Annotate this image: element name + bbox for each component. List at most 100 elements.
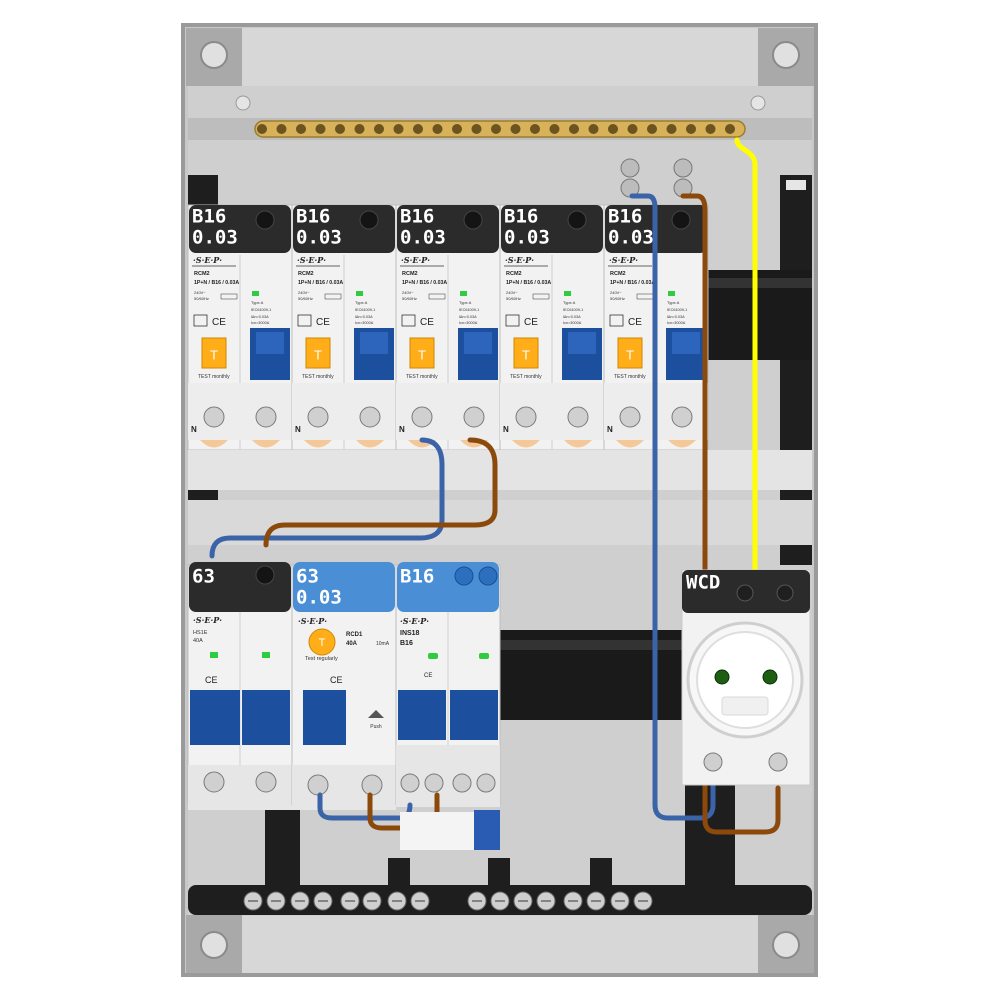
rcbo-frequency: 50/60Hz bbox=[610, 296, 625, 301]
test-button-t-icon: T bbox=[210, 347, 218, 362]
terminal-screw[interactable] bbox=[307, 774, 329, 796]
test-button-t-icon: T bbox=[626, 347, 634, 362]
rcbo-terminal-block bbox=[396, 383, 500, 440]
rcd-toggle[interactable] bbox=[303, 690, 346, 745]
rcbo-brand: ·S·E·P· bbox=[297, 255, 326, 265]
terminal-screw-neutral[interactable] bbox=[619, 406, 641, 428]
rcbo-label-screw bbox=[255, 210, 275, 230]
terminal-screw-live[interactable] bbox=[255, 406, 277, 428]
rcbo-spec: 1P+N / B16 / 0.03A bbox=[194, 280, 239, 286]
socket-terminal-screw-left bbox=[703, 752, 723, 772]
rcbo-spec: 1P+N / B16 / 0.03A bbox=[610, 280, 655, 286]
earth-busbar bbox=[188, 118, 812, 140]
rcd-label-bg bbox=[293, 562, 395, 612]
rcbo-type: Type A bbox=[563, 300, 576, 305]
terminal-screw[interactable] bbox=[203, 771, 225, 793]
terminal-screw-live[interactable] bbox=[359, 406, 381, 428]
rcbo-model: RCM2 bbox=[506, 271, 522, 277]
busbar-hole bbox=[257, 124, 267, 134]
main-switch-indicator bbox=[210, 652, 218, 658]
rcbo-neutral-label: N bbox=[503, 425, 509, 434]
ce-mark-icon: CE bbox=[424, 673, 432, 679]
busbar-hole bbox=[296, 124, 306, 134]
rcbo-icn: Icn=3000A bbox=[563, 321, 582, 325]
rcbo-rating: B16 bbox=[608, 206, 642, 228]
terminal-screw[interactable] bbox=[476, 773, 496, 793]
busbar-hole bbox=[569, 124, 579, 134]
main-switch-toggle[interactable] bbox=[242, 690, 290, 745]
rcbo-brand: ·S·E·P· bbox=[609, 255, 638, 265]
socket-earth-clip bbox=[721, 696, 769, 716]
rcbo-voltage: 240V~ bbox=[610, 290, 622, 295]
rcbo-toggle-handle bbox=[256, 332, 284, 354]
rcbo-indicator bbox=[668, 291, 675, 296]
rcbo-voltage: 240V~ bbox=[194, 290, 206, 295]
main-switch-indicator bbox=[262, 652, 270, 658]
terminal-screw-neutral[interactable] bbox=[411, 406, 433, 428]
busbar-hole bbox=[335, 124, 345, 134]
terminal-screw[interactable] bbox=[452, 773, 472, 793]
rcbo-test-button[interactable] bbox=[305, 337, 331, 369]
rcbo-frequency: 50/60Hz bbox=[194, 296, 209, 301]
rcbo-brand: ·S·E·P· bbox=[505, 255, 534, 265]
rcbo-test-button[interactable] bbox=[617, 337, 643, 369]
rcbo-brand: ·S·E·P· bbox=[401, 255, 430, 265]
rcd-label-text: 0.03 bbox=[296, 587, 342, 609]
busbar-hole bbox=[647, 124, 657, 134]
rcbo-rating-box bbox=[532, 293, 550, 300]
main-switch-terminal-block bbox=[188, 765, 292, 810]
rcbo-icn: Icn=3000A bbox=[251, 321, 270, 325]
isolator-current: B16 bbox=[400, 640, 413, 647]
kema-mark-icon bbox=[609, 314, 624, 327]
rcbo-toggle-handle bbox=[464, 332, 492, 354]
rcbo-spec: 1P+N / B16 / 0.03A bbox=[298, 280, 343, 286]
rcbo-voltage: 240V~ bbox=[506, 290, 518, 295]
terminal-screw-neutral[interactable] bbox=[307, 406, 329, 428]
terminal-screw-neutral[interactable] bbox=[515, 406, 537, 428]
rcbo-label-screw bbox=[359, 210, 379, 230]
rcbo-test-button[interactable] bbox=[513, 337, 539, 369]
bus-comb-neutral bbox=[200, 440, 228, 448]
busbar-hole bbox=[471, 124, 482, 134]
rcbo-rating-box bbox=[324, 293, 342, 300]
rcd-brand: ·S·E·P· bbox=[298, 616, 327, 626]
rcbo-rating: B16 bbox=[192, 206, 226, 228]
terminal-screw-live[interactable] bbox=[567, 406, 589, 428]
main-switch-toggle[interactable] bbox=[190, 690, 240, 745]
busbar-hole bbox=[413, 124, 423, 134]
main-switch-brand: ·S·E·P· bbox=[193, 615, 222, 625]
rcbo-test-text: TEST monthly bbox=[406, 374, 438, 380]
busbar-hole bbox=[432, 124, 443, 134]
rcd-test-button[interactable] bbox=[308, 628, 336, 656]
rcbo-test-button[interactable] bbox=[409, 337, 435, 369]
terminal-screw[interactable] bbox=[255, 771, 277, 793]
main-switch-label-screw bbox=[255, 565, 275, 585]
busbar-hole bbox=[686, 124, 696, 134]
busbar-hole bbox=[666, 124, 677, 134]
isolator-toggle[interactable] bbox=[398, 690, 446, 740]
rcbo-residual: 0.03 bbox=[504, 227, 550, 249]
terminal-screw-neutral[interactable] bbox=[203, 406, 225, 428]
rcbo-rating: B16 bbox=[504, 206, 538, 228]
socket-outlet[interactable]: WCD bbox=[681, 569, 811, 786]
corner-screw-bottom-right bbox=[758, 915, 814, 973]
rcbo-test-button[interactable] bbox=[201, 337, 227, 369]
rcbo-rating-box bbox=[220, 293, 238, 300]
terminal-screw-live[interactable] bbox=[463, 406, 485, 428]
terminal-screw[interactable] bbox=[424, 773, 444, 793]
terminal-screw[interactable] bbox=[361, 774, 383, 796]
busbar-hole bbox=[608, 124, 618, 134]
isolator-cable-sleeve bbox=[474, 810, 500, 850]
terminal-screw-live[interactable] bbox=[671, 406, 693, 428]
isolator-toggle[interactable] bbox=[450, 690, 498, 740]
kema-mark-icon bbox=[401, 314, 416, 327]
terminal-screw[interactable] bbox=[400, 773, 420, 793]
rcbo-residual: 0.03 bbox=[400, 227, 446, 249]
